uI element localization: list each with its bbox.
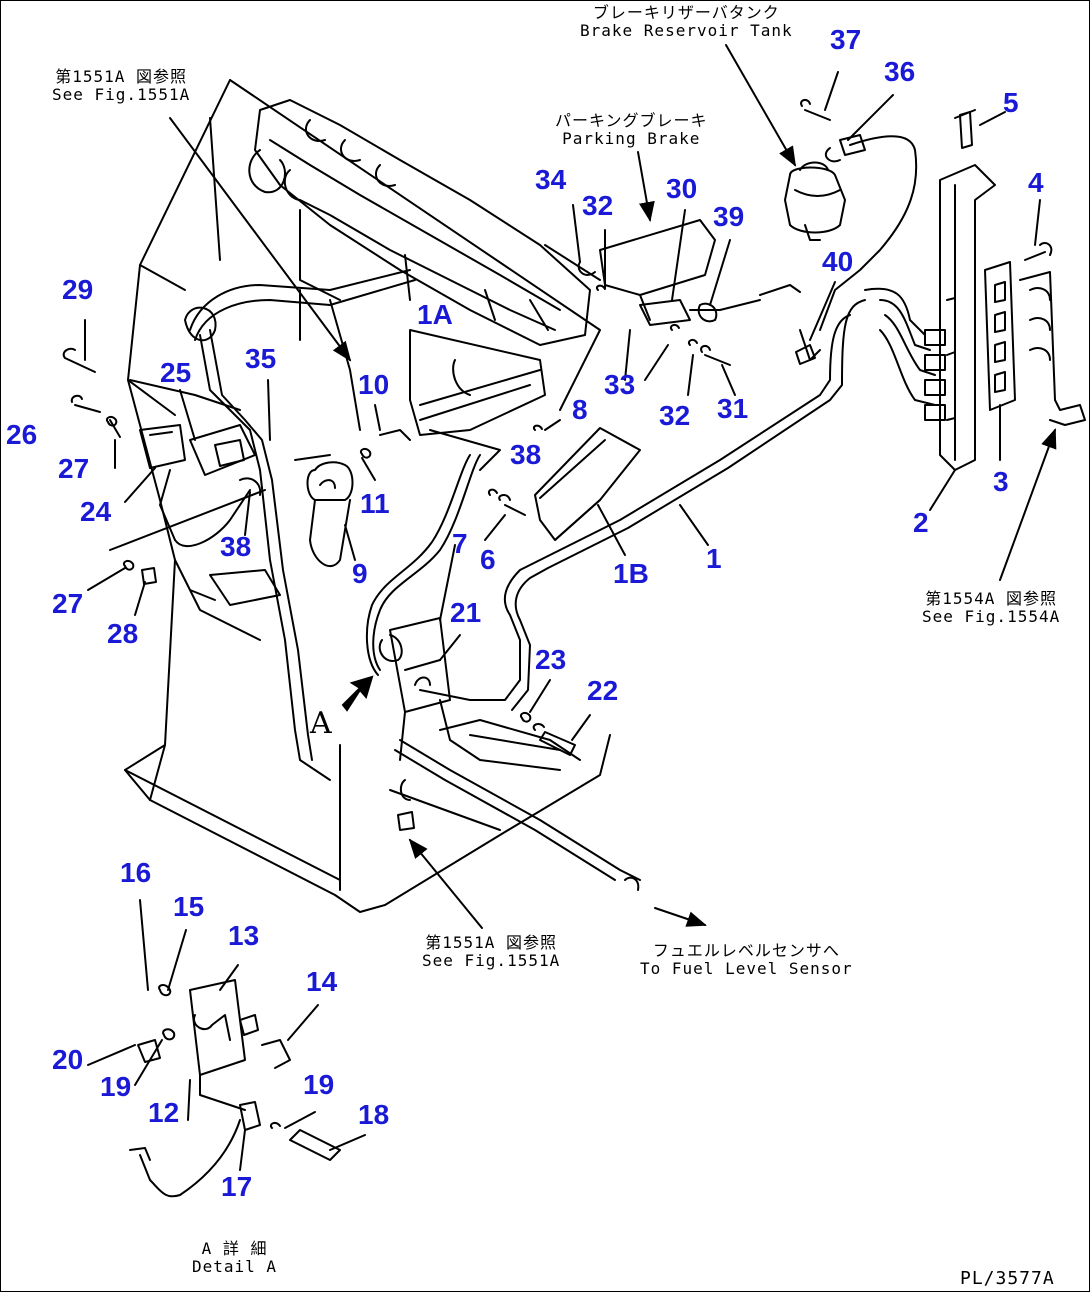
- part-label-28: 28: [107, 618, 139, 649]
- part-label-21: 21: [450, 597, 482, 628]
- view-a-letter: A: [310, 706, 332, 741]
- part-label-18: 18: [358, 1099, 390, 1130]
- see-fig-1551a-bottom-caption: 第1551A 図参照 See Fig.1551A: [422, 933, 561, 971]
- part-label-15: 15: [173, 891, 205, 922]
- part-label-2: 2: [913, 507, 929, 538]
- part-label-12: 12: [148, 1097, 180, 1128]
- part-label-39: 39: [713, 201, 745, 232]
- part-label-27-top: 27: [58, 453, 90, 484]
- fuel-level-sensor-en: To Fuel Level Sensor: [640, 959, 853, 979]
- part-label-27-bottom: 27: [52, 588, 84, 619]
- part-label-1A: 1A: [417, 299, 453, 330]
- part-label-8: 8: [572, 394, 588, 425]
- part-label-5: 5: [1003, 87, 1019, 118]
- part-label-26: 26: [6, 419, 38, 450]
- console-outline: [124, 79, 611, 913]
- part-label-37: 37: [830, 24, 862, 55]
- detail-a-caption: A 詳 細 Detail A: [192, 1239, 278, 1277]
- part-label-4: 4: [1028, 167, 1044, 198]
- part-label-19-left: 19: [100, 1071, 132, 1102]
- detail-a-en: Detail A: [192, 1257, 278, 1277]
- fuel-level-sensor-jp: フュエルレベルセンサへ: [652, 941, 840, 960]
- parking-brake-caption-jp: パーキングブレーキ: [555, 111, 708, 130]
- part-label-1: 1: [706, 543, 722, 574]
- part-label-19-right: 19: [303, 1069, 335, 1100]
- part-label-34: 34: [535, 164, 567, 195]
- brake-tank-caption-jp: ブレーキリザーバタンク: [592, 3, 780, 22]
- part-label-9: 9: [352, 558, 368, 589]
- part-label-36: 36: [884, 56, 916, 87]
- detail-a-jp: A 詳 細: [201, 1239, 268, 1258]
- part-label-20: 20: [52, 1044, 84, 1075]
- part-label-14: 14: [306, 966, 338, 997]
- parking-brake-caption-en: Parking Brake: [562, 129, 701, 149]
- parking-brake-caption: パーキングブレーキ Parking Brake: [555, 111, 708, 149]
- drawing-reference-number: PL/3577A: [960, 1268, 1055, 1289]
- brake-reservoir-tank-caption: ブレーキリザーバタンク Brake Reservoir Tank: [580, 3, 793, 41]
- part-label-11: 11: [360, 488, 390, 519]
- brake-tank-caption-en: Brake Reservoir Tank: [580, 21, 793, 41]
- part-label-1B: 1B: [613, 558, 649, 589]
- part-label-24: 24: [80, 496, 112, 527]
- part-label-10: 10: [358, 369, 390, 400]
- part-label-30: 30: [666, 173, 698, 204]
- part-label-17: 17: [221, 1171, 253, 1202]
- part-label-13: 13: [228, 920, 260, 951]
- part-label-32-mid: 32: [659, 400, 691, 431]
- part-label-7: 7: [452, 528, 468, 559]
- part-label-31: 31: [717, 393, 749, 424]
- part-label-29: 29: [62, 274, 94, 305]
- part-label-16: 16: [120, 857, 152, 888]
- fuel-level-sensor-caption: フュエルレベルセンサへ To Fuel Level Sensor: [640, 941, 853, 979]
- part-label-23: 23: [535, 644, 567, 675]
- part-label-22: 22: [587, 675, 619, 706]
- part-label-40: 40: [822, 246, 854, 277]
- see-fig-1551a-bottom-jp: 第1551A 図参照: [425, 933, 558, 952]
- part-label-33: 33: [604, 369, 636, 400]
- see-fig-1551a-top-jp: 第1551A 図参照: [55, 67, 188, 86]
- part-label-25: 25: [160, 357, 192, 388]
- part-label-32-top: 32: [582, 190, 614, 221]
- part-label-35: 35: [245, 343, 277, 374]
- see-fig-1554a-jp: 第1554A 図参照: [925, 589, 1058, 608]
- part-label-38-left: 38: [220, 531, 252, 562]
- part-label-3: 3: [993, 466, 1009, 497]
- see-fig-1551a-top-caption: 第1551A 図参照 See Fig.1551A: [52, 67, 191, 105]
- see-fig-1551a-top-en: See Fig.1551A: [52, 85, 191, 105]
- see-fig-1554a-caption: 第1554A 図参照 See Fig.1554A: [922, 589, 1061, 627]
- view-a-arrow: [341, 675, 374, 712]
- see-fig-1554a-en: See Fig.1554A: [922, 607, 1061, 627]
- part-label-38-right: 38: [510, 439, 542, 470]
- part-label-6: 6: [480, 544, 496, 575]
- see-fig-1551a-bottom-en: See Fig.1551A: [422, 951, 561, 971]
